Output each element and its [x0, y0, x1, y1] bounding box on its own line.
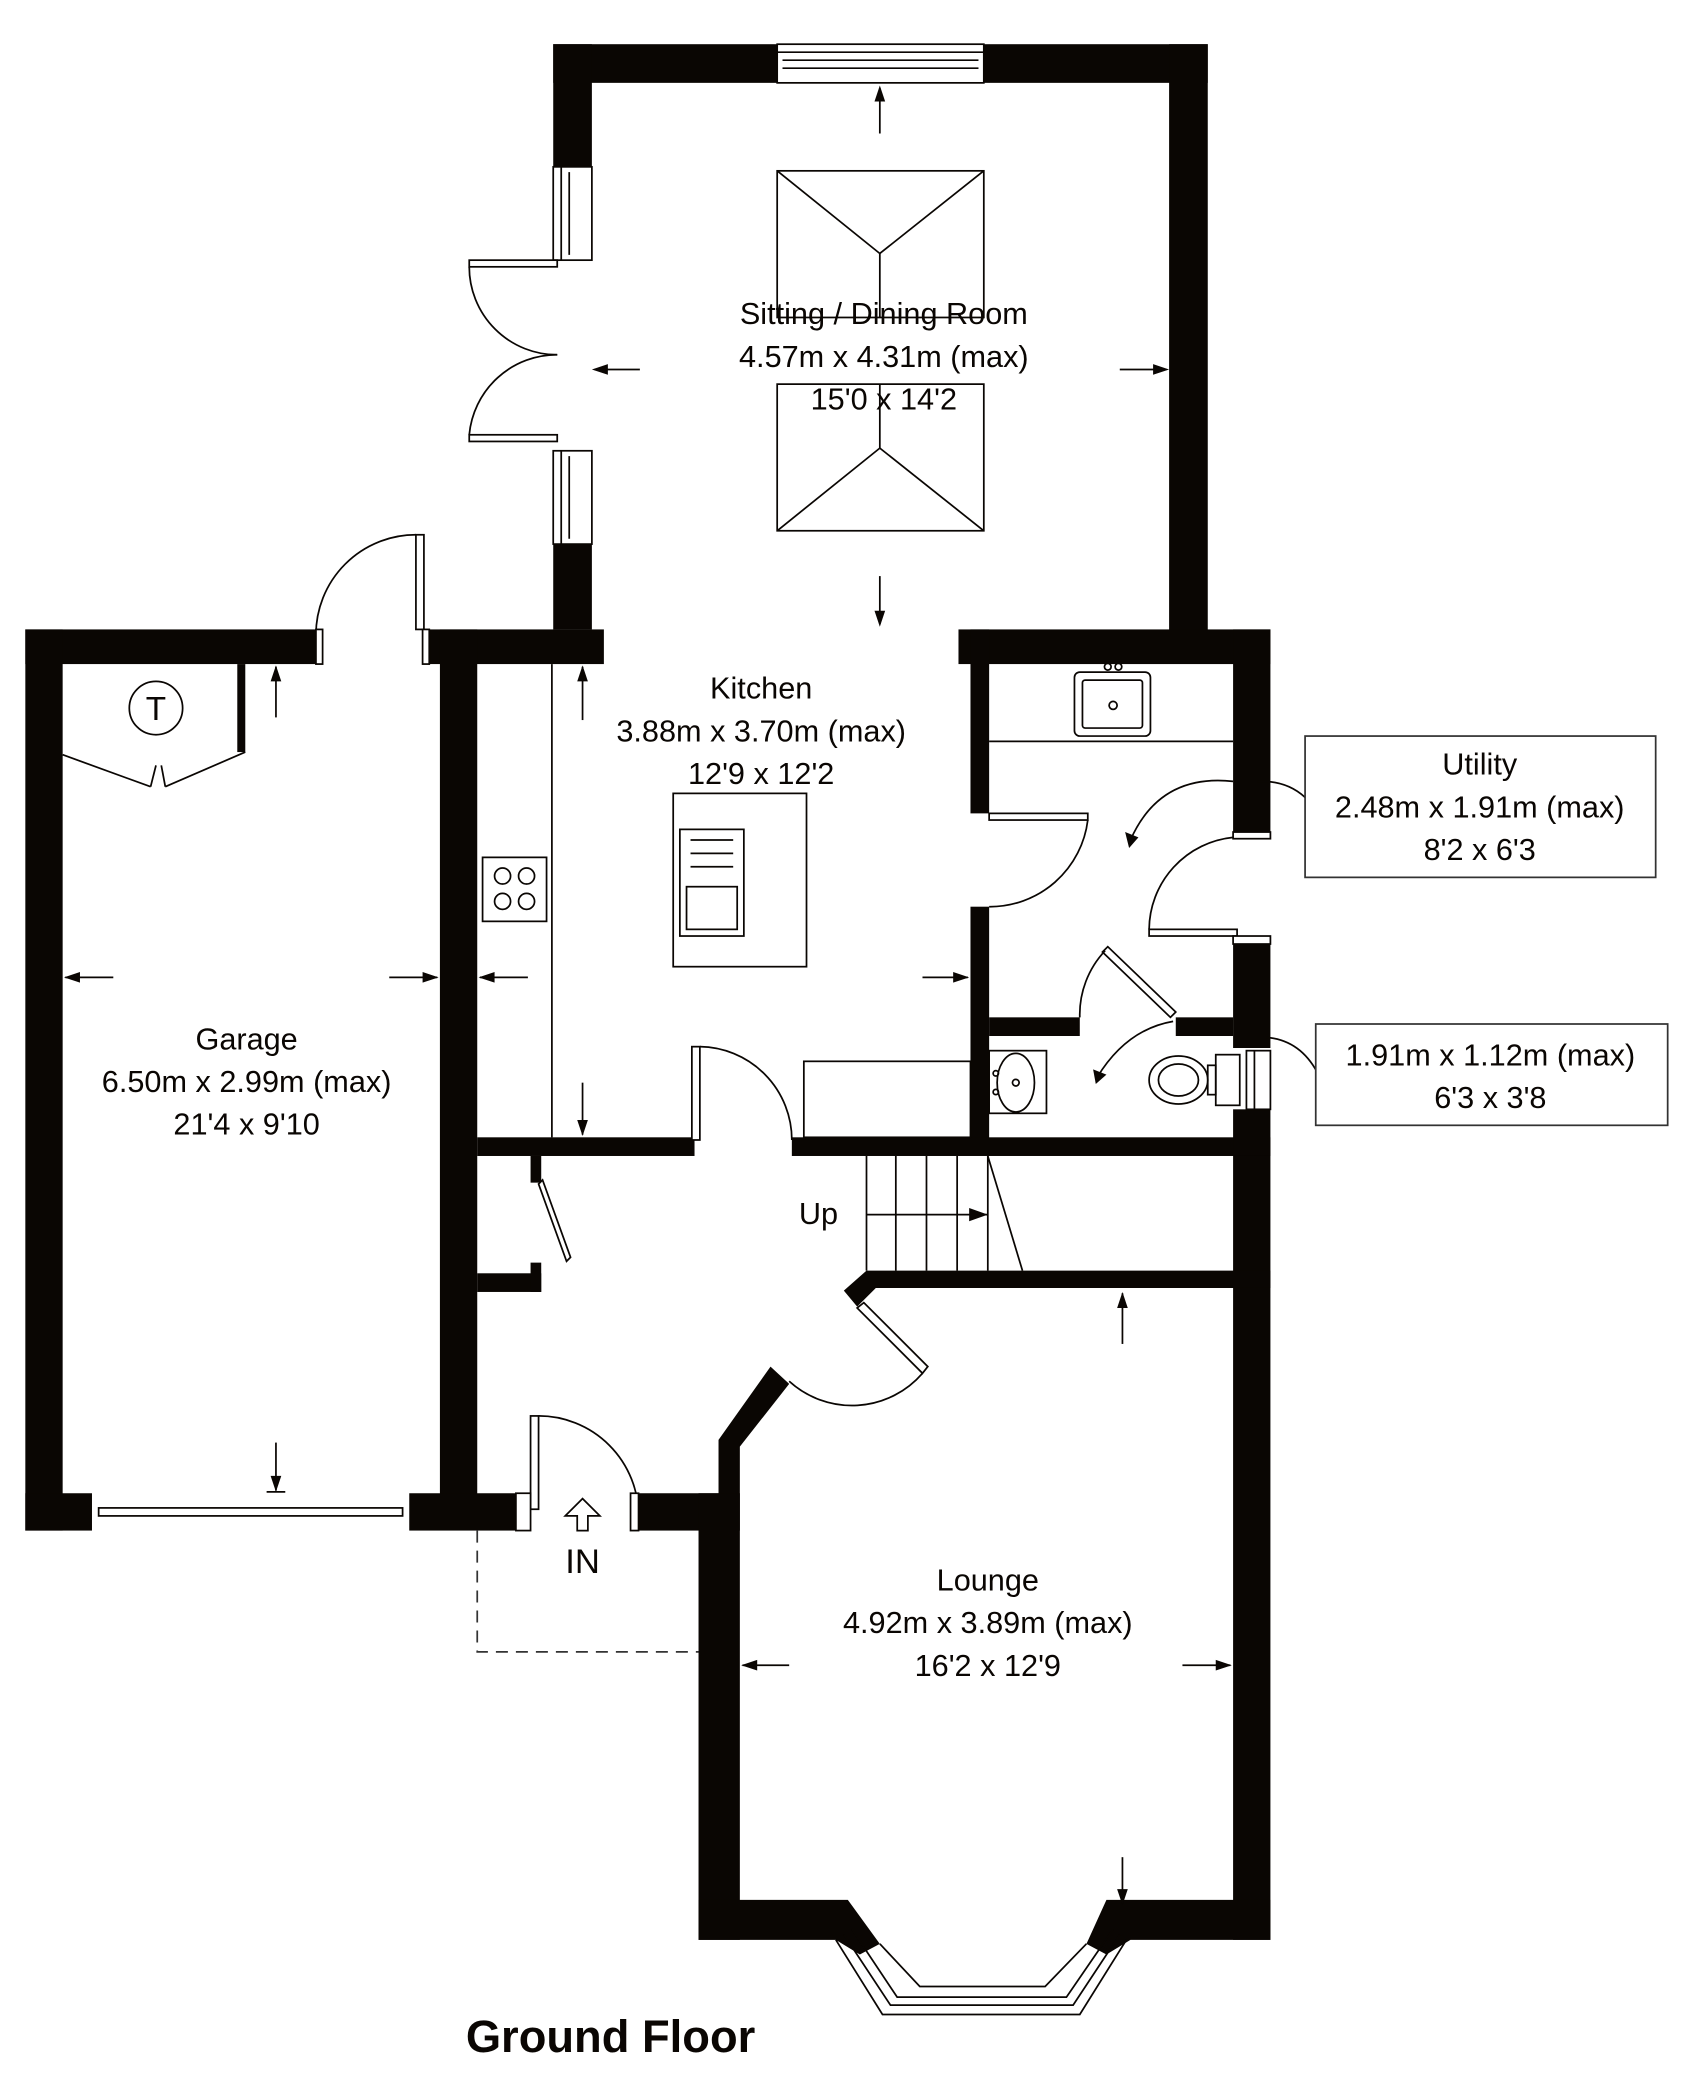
cupboard-door — [537, 1178, 572, 1263]
utility-walls — [989, 629, 1271, 1156]
floor-title: Ground Floor — [466, 2011, 755, 2062]
garage-dimension-arrows — [63, 665, 439, 1493]
room-name: Kitchen — [710, 672, 812, 706]
porch-outline — [476, 1530, 699, 1653]
room-metric: 6.50m x 2.99m (max) — [102, 1065, 392, 1099]
lounge-label: Lounge 4.92m x 3.89m (max) 16'2 x 12'9 — [843, 1564, 1133, 1683]
kitchen-door — [690, 1045, 793, 1141]
room-imperial: 12'9 x 12'2 — [688, 757, 834, 791]
window-left-upper — [552, 165, 593, 262]
room-metric: 4.92m x 3.89m (max) — [843, 1606, 1133, 1640]
room-metric: 2.48m x 1.91m (max) — [1335, 790, 1625, 824]
room-name: Sitting / Dining Room — [740, 297, 1028, 331]
wc-door — [1078, 945, 1178, 1019]
boiler-cupboard: T — [62, 680, 246, 788]
utility-swing-arrow — [1129, 779, 1234, 841]
room-metric: 4.57m x 4.31m (max) — [739, 340, 1029, 374]
garage-door — [97, 1507, 404, 1517]
garage-label: Garage 6.50m x 2.99m (max) 21'4 x 9'10 — [102, 1022, 392, 1141]
lounge-walls — [698, 1287, 1271, 1955]
stairs-up-label: Up — [799, 1197, 838, 1231]
boiler-label: T — [146, 691, 166, 728]
skylight-upper — [776, 169, 985, 319]
toilet-icon — [1148, 1049, 1272, 1111]
sitting-dining-label: Sitting / Dining Room 4.57m x 4.31m (max… — [739, 297, 1029, 416]
arrowhead — [1125, 832, 1139, 849]
room-name: Lounge — [937, 1564, 1039, 1598]
kitchen-walls — [429, 629, 1271, 1496]
bay-window — [835, 1928, 1128, 2016]
french-doors — [468, 259, 559, 443]
window-top — [776, 43, 985, 84]
utility-sink-icon — [989, 662, 1234, 743]
worktop-unit — [802, 1060, 972, 1139]
room-imperial: 16'2 x 12'9 — [915, 1649, 1061, 1683]
room-metric: 1.91m x 1.12m (max) — [1346, 1038, 1636, 1072]
basin-icon — [988, 1049, 1048, 1115]
sitting-dimension-arrows — [591, 85, 1170, 627]
utility-callout: Utility 2.48m x 1.91m (max) 8'2 x 6'3 — [1257, 735, 1657, 879]
room-metric: 3.88m x 3.70m (max) — [616, 714, 906, 748]
window-left-lower — [552, 449, 593, 545]
room-name: Garage — [195, 1022, 297, 1056]
hall-walls — [477, 1155, 1271, 1531]
utility-back-door — [1148, 831, 1272, 945]
utility-door — [988, 812, 1089, 908]
entrance-arrow-icon: IN — [563, 1497, 602, 1581]
arrowhead — [1093, 1069, 1107, 1084]
room-imperial: 8'2 x 6'3 — [1424, 833, 1536, 867]
boiler-icon — [128, 680, 184, 736]
lounge-door — [788, 1301, 929, 1407]
garage-walls — [25, 629, 516, 1531]
garage-rear-door — [315, 533, 431, 665]
skylight-lower — [776, 383, 985, 532]
room-imperial: 6'3 x 3'8 — [1434, 1081, 1546, 1115]
wc-swing-arrow — [1096, 1020, 1174, 1078]
staircase: Up — [799, 1155, 1024, 1271]
hob-icon — [481, 856, 548, 923]
entrance-label: IN — [565, 1543, 600, 1581]
room-imperial: 21'4 x 9'10 — [173, 1108, 319, 1142]
kitchen-label: Kitchen 3.88m x 3.70m (max) 12'9 x 12'2 — [616, 672, 906, 791]
wc-callout: 1.91m x 1.12m (max) 6'3 x 3'8 — [1266, 1023, 1669, 1127]
kitchen-island — [672, 792, 808, 968]
front-door — [515, 1415, 640, 1532]
sitting-dining-walls — [553, 44, 1208, 631]
room-imperial: 15'0 x 14'2 — [811, 382, 957, 416]
lounge-dimension-arrows — [741, 1291, 1232, 1906]
kitchen-dimension-arrows — [478, 665, 970, 1136]
room-name: Utility — [1442, 748, 1518, 782]
